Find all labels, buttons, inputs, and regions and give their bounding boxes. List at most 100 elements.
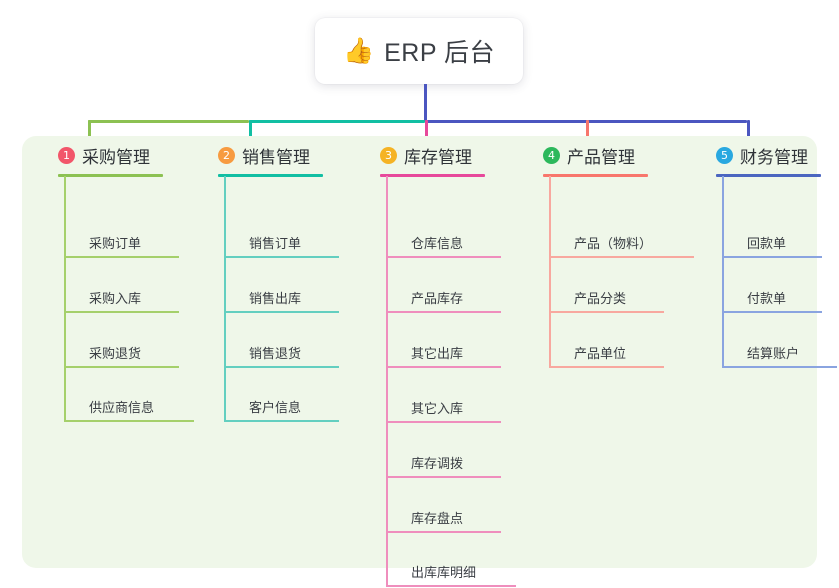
branch-spine-line (386, 176, 388, 586)
leaf-item-underline (722, 256, 822, 258)
leaf-item[interactable]: 销售退货 (224, 342, 339, 368)
root-stem-line (424, 84, 427, 122)
leaf-item-label: 回款单 (747, 236, 787, 251)
leaf-item[interactable]: 产品库存 (386, 287, 501, 313)
leaf-item-label: 客户信息 (249, 400, 302, 415)
leaf-item[interactable]: 付款单 (722, 287, 822, 313)
leaf-item-underline (549, 256, 694, 258)
leaf-item-label: 销售订单 (249, 236, 302, 251)
leaf-item[interactable]: 采购退货 (64, 342, 179, 368)
branch-column-3: 3 库存管理仓库信息产品库存其它出库其它入库库存调拨库存盘点出库库明细 (362, 140, 516, 587)
branch-index-badge: 5 (716, 146, 733, 164)
leaf-item-underline (722, 311, 822, 313)
branch-spine-line (224, 176, 226, 420)
leaf-item[interactable]: 其它入库 (386, 397, 501, 423)
branch-spine-line (549, 176, 551, 366)
branch-drop-line-3 (425, 120, 428, 148)
leaf-item[interactable]: 采购订单 (64, 232, 179, 258)
branch-index-badge: 2 (218, 146, 235, 164)
leaf-item[interactable]: 销售订单 (224, 232, 339, 258)
leaf-item[interactable]: 其它出库 (386, 342, 501, 368)
leaf-item-label: 销售退货 (249, 346, 302, 361)
branch-title: 采购管理 (82, 147, 150, 167)
leaf-item-label: 销售出库 (249, 291, 302, 306)
leaf-item-label: 库存盘点 (411, 511, 464, 526)
leaf-item-label: 采购入库 (89, 291, 142, 306)
leaf-item-label: 产品（物料） (574, 236, 653, 251)
leaf-item[interactable]: 采购入库 (64, 287, 179, 313)
leaf-item-label: 产品分类 (574, 291, 627, 306)
leaf-item-underline (224, 420, 339, 422)
leaf-item-label: 结算账户 (747, 346, 800, 361)
leaf-item-label: 采购订单 (89, 236, 142, 251)
branch-column-2: 2 销售管理销售订单销售出库销售退货客户信息 (200, 140, 339, 422)
branch-spine-line (64, 176, 66, 420)
leaf-item-underline (386, 256, 501, 258)
branch-column-1: 1 采购管理采购订单采购入库采购退货供应商信息 (40, 140, 194, 422)
root-node-label: ERP 后台 (384, 39, 496, 67)
leaf-item-label: 其它出库 (411, 346, 464, 361)
branch-index-badge: 1 (58, 146, 75, 164)
branch-header-1[interactable]: 1 采购管理 (40, 140, 150, 170)
leaf-item-underline (386, 421, 501, 423)
branch-header-2[interactable]: 2 销售管理 (200, 140, 310, 170)
root-node[interactable]: 👍 ERP 后台 (315, 18, 523, 84)
leaf-item-label: 产品库存 (411, 291, 464, 306)
leaf-item-underline (64, 366, 179, 368)
leaf-item[interactable]: 结算账户 (722, 342, 837, 368)
leaf-item[interactable]: 库存调拨 (386, 452, 501, 478)
leaf-item-underline (386, 366, 501, 368)
leaf-item-label: 产品单位 (574, 346, 627, 361)
leaf-item[interactable]: 客户信息 (224, 396, 339, 422)
leaf-item-underline (386, 585, 516, 587)
branch-index-badge: 4 (543, 146, 560, 164)
branch-header-4[interactable]: 4 产品管理 (525, 140, 635, 170)
leaf-item-underline (64, 256, 179, 258)
branch-column-4: 4 产品管理产品（物料） 产品分类产品单位 (525, 140, 694, 368)
branch-underline (218, 174, 323, 177)
leaf-item-underline (224, 366, 339, 368)
leaf-item-label: 采购退货 (89, 346, 142, 361)
leaf-item-underline (549, 366, 664, 368)
branch-underline (58, 174, 163, 177)
leaf-item-underline (386, 311, 501, 313)
branch-title: 销售管理 (242, 147, 310, 167)
branch-title: 产品管理 (567, 147, 635, 167)
leaf-item[interactable]: 回款单 (722, 232, 822, 258)
leaf-item-underline (64, 420, 194, 422)
leaf-item[interactable]: 供应商信息 (64, 396, 194, 422)
bus-segment-2 (249, 120, 425, 123)
branch-underline (380, 174, 485, 177)
branches-panel (22, 136, 817, 568)
leaf-item[interactable]: 产品分类 (549, 287, 664, 313)
leaf-item-underline (224, 311, 339, 313)
leaf-item[interactable]: 产品（物料） (549, 232, 694, 258)
branch-underline (543, 174, 648, 177)
leaf-item-underline (386, 531, 501, 533)
bus-segment-1 (88, 120, 249, 123)
leaf-item-underline (722, 366, 837, 368)
leaf-item-label: 仓库信息 (411, 236, 464, 251)
leaf-item-label: 库存调拨 (411, 456, 464, 471)
leaf-item-underline (64, 311, 179, 313)
branch-index-badge: 3 (380, 146, 397, 164)
leaf-item-label: 其它入库 (411, 401, 464, 416)
branch-title: 库存管理 (404, 147, 472, 167)
leaf-item[interactable]: 仓库信息 (386, 232, 501, 258)
leaf-item[interactable]: 产品单位 (549, 342, 664, 368)
leaf-item-label: 出库库明细 (411, 565, 477, 580)
leaf-item[interactable]: 出库库明细 (386, 561, 516, 587)
leaf-item[interactable]: 销售出库 (224, 287, 339, 313)
leaf-item[interactable]: 库存盘点 (386, 507, 501, 533)
branch-drop-line-4 (586, 120, 589, 148)
branch-spine-line (722, 176, 724, 366)
leaf-item-underline (549, 311, 664, 313)
thumbs-up-icon: 👍 (342, 36, 375, 65)
branch-header-3[interactable]: 3 库存管理 (362, 140, 472, 170)
leaf-item-label: 供应商信息 (89, 400, 155, 415)
branch-drop-line-2 (249, 120, 252, 148)
leaf-item-underline (224, 256, 339, 258)
branch-underline (716, 174, 821, 177)
